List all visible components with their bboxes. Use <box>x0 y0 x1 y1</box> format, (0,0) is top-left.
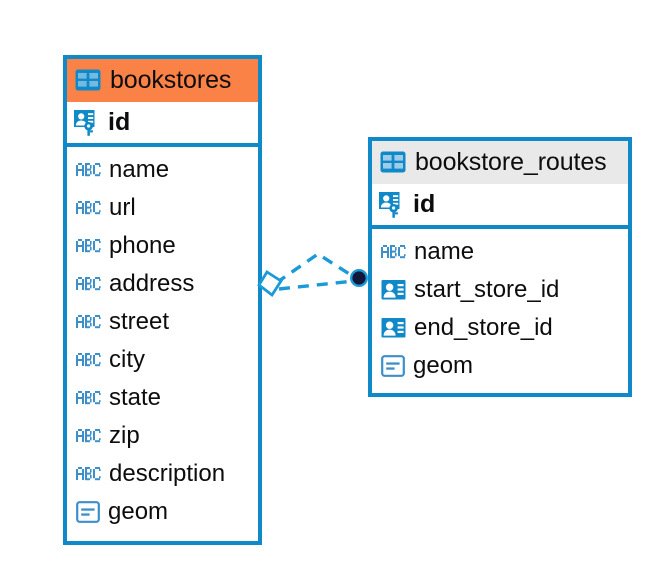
field-label: url <box>109 194 136 221</box>
entity-header-bookstore-routes[interactable]: bookstore_routes <box>372 141 628 184</box>
field-label: phone <box>109 232 176 259</box>
text-field-icon <box>76 276 101 290</box>
field-label: description <box>109 460 226 487</box>
entity-table-bookstore-routes[interactable]: bookstore_routes id <box>368 137 632 397</box>
field-list-bookstores: name url <box>67 147 258 541</box>
primary-key-icon <box>74 109 95 136</box>
field-row-zip[interactable]: zip <box>67 417 258 455</box>
field-row-city[interactable]: city <box>67 341 258 379</box>
text-field-icon <box>76 428 101 442</box>
field-row-name[interactable]: name <box>67 151 258 189</box>
field-row-name[interactable]: name <box>372 233 628 271</box>
entity-title: bookstores <box>110 65 232 94</box>
field-row-description[interactable]: description <box>67 455 258 493</box>
field-row-address[interactable]: address <box>67 265 258 303</box>
filled-circle-marker-icon <box>350 269 368 287</box>
field-label: start_store_id <box>414 276 560 303</box>
text-field-icon <box>76 314 101 328</box>
field-label: city <box>109 346 145 373</box>
text-field-icon <box>76 162 101 176</box>
relationship-line-lower <box>278 279 355 291</box>
field-row-street[interactable]: street <box>67 303 258 341</box>
field-label: name <box>414 238 475 265</box>
primary-key-icon <box>379 191 400 218</box>
text-field-icon <box>381 244 406 258</box>
relationship-line-upper <box>275 251 355 285</box>
field-row-geom[interactable]: geom <box>67 493 258 531</box>
primary-key-row-bookstore-routes[interactable]: id <box>372 184 628 229</box>
field-label: address <box>109 270 195 297</box>
table-icon <box>75 69 101 91</box>
field-label: name <box>109 156 170 183</box>
primary-key-label: id <box>413 189 436 218</box>
field-label: geom <box>108 498 169 525</box>
field-label: state <box>109 384 162 411</box>
diamond-marker-icon <box>257 270 283 298</box>
field-row-url[interactable]: url <box>67 189 258 227</box>
primary-key-row-bookstores[interactable]: id <box>67 102 258 147</box>
field-row-end-store-id[interactable]: end_store_id <box>372 309 628 347</box>
text-field-icon <box>76 466 101 480</box>
field-row-geom[interactable]: geom <box>372 347 628 385</box>
field-label: geom <box>413 352 474 379</box>
field-label: zip <box>109 422 140 449</box>
field-label: end_store_id <box>414 314 553 341</box>
field-row-start-store-id[interactable]: start_store_id <box>372 271 628 309</box>
field-row-phone[interactable]: phone <box>67 227 258 265</box>
field-row-state[interactable]: state <box>67 379 258 417</box>
foreign-key-icon <box>381 318 406 338</box>
entity-table-bookstores[interactable]: bookstores id <box>63 55 262 545</box>
text-field-icon <box>76 352 101 366</box>
primary-key-label: id <box>108 107 131 136</box>
field-label: street <box>109 308 170 335</box>
table-icon <box>380 151 406 173</box>
entity-header-bookstores[interactable]: bookstores <box>67 59 258 102</box>
text-field-icon <box>76 200 101 214</box>
geometry-field-icon <box>381 355 405 377</box>
geometry-field-icon <box>76 501 100 523</box>
text-field-icon <box>76 390 101 404</box>
foreign-key-icon <box>381 280 406 300</box>
text-field-icon <box>76 238 101 252</box>
field-list-bookstore-routes: name start_store_id <box>372 229 628 393</box>
entity-title: bookstore_routes <box>415 147 607 176</box>
